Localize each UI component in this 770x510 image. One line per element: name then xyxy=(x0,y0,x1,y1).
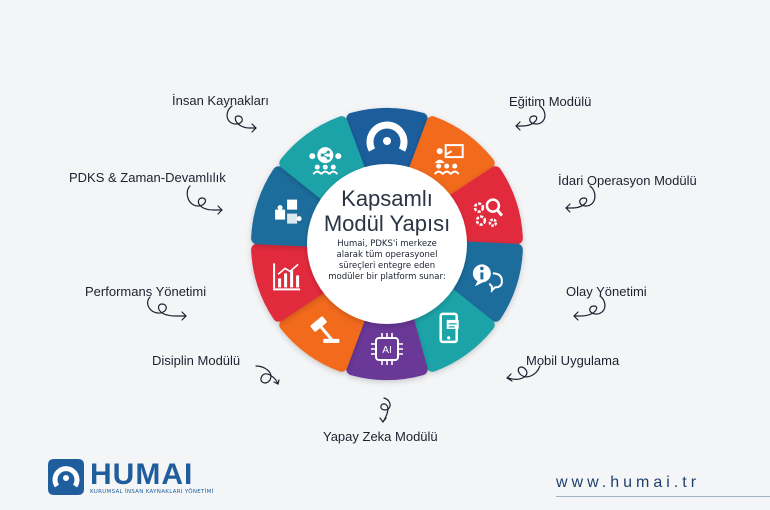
center-title: Kapsamlı Modül Yapısı xyxy=(323,186,451,236)
curly-arrow-1 xyxy=(515,105,546,131)
segment-egitim-modulu[interactable] xyxy=(409,116,495,201)
website-underline xyxy=(556,496,770,497)
segment-insan-kaynaklari[interactable] xyxy=(279,116,365,201)
website-link[interactable]: www.humai.tr xyxy=(556,474,701,491)
segment-yapay-zeka-modulu-shape xyxy=(346,315,428,381)
label-idari-operasyon-modulu: İdari Operasyon Modülü xyxy=(558,173,697,188)
label-olay-yonetimi: Olay Yönetimi xyxy=(566,284,647,299)
label-disiplin-modulu: Disiplin Modülü xyxy=(152,353,241,368)
segment-idari-operasyon-modulu[interactable] xyxy=(447,166,523,247)
segment-olay-yonetimi[interactable] xyxy=(447,241,523,322)
segment-pdks-zaman-devamlilik[interactable] xyxy=(251,166,327,247)
performance-chart-icon xyxy=(273,263,301,291)
curly-arrow-8 xyxy=(186,185,223,215)
label-performans-yonetimi: Performans Yönetimi xyxy=(85,284,207,299)
info-chat-icon xyxy=(472,264,503,293)
curly-arrow-9 xyxy=(226,105,257,133)
center-circle xyxy=(307,164,467,324)
curly-arrow-7 xyxy=(147,296,187,321)
gears-search-icon xyxy=(473,198,504,227)
label-yapay-zeka-modulu: Yapay Zeka Modülü xyxy=(323,429,438,444)
segment-mobil-uygulama-shape xyxy=(409,287,495,372)
segment-idari-operasyon-modulu-shape xyxy=(447,166,523,247)
segment-performans-yonetimi[interactable] xyxy=(251,241,327,322)
curly-arrow-4 xyxy=(506,365,541,382)
training-icon xyxy=(433,144,464,175)
label-insan-kaynaklari: İnsan Kaynakları xyxy=(172,93,269,108)
svg-text:AI: AI xyxy=(382,345,391,356)
curly-arrow-3 xyxy=(573,295,606,321)
segment-egitim-modulu-shape xyxy=(409,116,495,201)
curly-arrow-6 xyxy=(255,365,280,385)
segment-disiplin-modulu[interactable] xyxy=(279,287,365,372)
segment-mobil-uygulama[interactable] xyxy=(409,287,495,372)
humai-brand-logo-icon xyxy=(48,459,84,495)
gavel-icon xyxy=(310,316,340,343)
brand-subtitle: KURUMSAL İNSAN KAYNAKLARI YÖNETİMİ xyxy=(90,489,214,495)
ai-chip-icon: AI xyxy=(371,333,403,365)
people-network-icon xyxy=(309,147,342,175)
puzzle-icon xyxy=(275,199,302,224)
label-mobil-uygulama: Mobil Uygulama xyxy=(526,353,620,368)
segment-yapay-zeka-modulu[interactable]: AI xyxy=(346,315,428,381)
curly-arrow-5 xyxy=(379,397,391,423)
label-pdks-zaman-devamlilik: PDKS & Zaman-Devamlılık xyxy=(69,170,226,185)
segment-humai-logo[interactable] xyxy=(346,107,428,173)
curly-arrow-2 xyxy=(565,185,596,213)
segment-performans-yonetimi-shape xyxy=(251,241,327,322)
humai-logo-icon xyxy=(366,121,408,152)
mobile-icon xyxy=(439,312,459,344)
center-description: Humai, PDKS'i merkeze alarak tüm operasy… xyxy=(328,239,446,282)
label-arrows xyxy=(147,105,606,423)
label-egitim-modulu: Eğitim Modülü xyxy=(509,94,592,109)
brand-name: HUMAI xyxy=(90,458,194,491)
